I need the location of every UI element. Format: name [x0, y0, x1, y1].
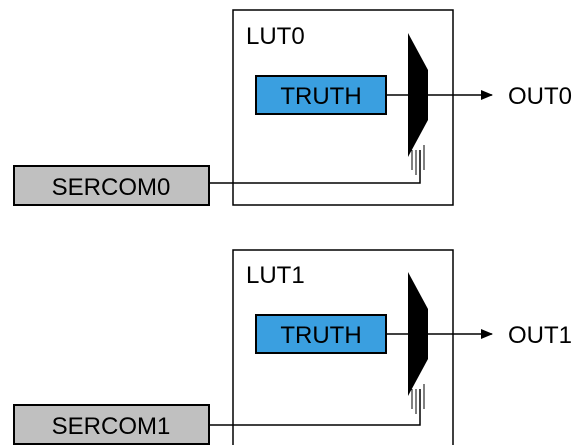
source-label-1: SERCOM1 [52, 413, 171, 440]
truth-block-0 [255, 75, 387, 115]
mux-icon-0 [408, 33, 428, 157]
source-wire-1 [209, 389, 421, 426]
lut-label-1: LUT1 [246, 262, 305, 289]
truth-block-1 [255, 314, 387, 354]
source-label-0: SERCOM0 [52, 174, 171, 201]
output-label-1: OUT1 [508, 322, 572, 349]
output-label-0: OUT0 [508, 83, 572, 110]
lut-block-0: LUT0 TRUTH OUT0 SERCOM0 [13, 9, 572, 206]
source-block-0 [13, 165, 210, 206]
truth-label-0: TRUTH [280, 83, 361, 110]
source-wire-0 [209, 150, 421, 184]
mux-icon-1 [408, 272, 428, 396]
source-block-1 [13, 404, 210, 445]
lut-label-0: LUT0 [246, 23, 305, 50]
truth-label-1: TRUTH [280, 322, 361, 349]
lut-block-1: LUT1 TRUTH OUT1 SERCOM1 [13, 249, 572, 445]
